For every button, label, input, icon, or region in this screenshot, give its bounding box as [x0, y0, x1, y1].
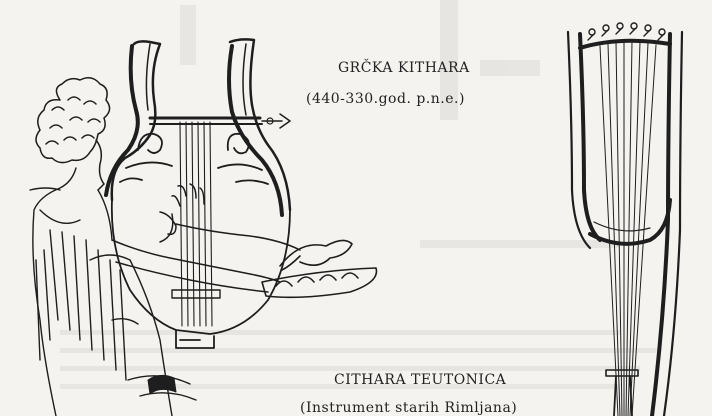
offering-plate — [261, 239, 378, 299]
cithara-tail-stem — [613, 375, 633, 416]
kithara-scrolls — [119, 132, 269, 185]
greek-kithara-player-illustration — [29, 38, 378, 416]
arm-band — [147, 374, 177, 395]
kithara-title: GRČKA KITHARA — [338, 60, 470, 76]
cithara-frame-right-inner — [650, 32, 672, 416]
cithara-tuning-pegs — [587, 22, 666, 41]
kithara-soundbox — [110, 199, 291, 349]
cithara-top-bar — [578, 38, 672, 50]
cithara-soundboard — [588, 198, 672, 246]
cithara-soundboard-inner — [593, 221, 651, 232]
bleed-through-marks — [60, 0, 660, 389]
kithara-dates: (440-330.god. p.n.e.) — [306, 91, 465, 107]
player-head — [35, 77, 111, 191]
cithara-tailpiece — [605, 369, 639, 377]
cithara-subtitle: (Instrument starih Rimljana) — [300, 400, 518, 416]
cithara-title: CITHARA TEUTONICA — [334, 372, 507, 388]
player-arm — [111, 183, 301, 293]
cithara-teutonica-illustration — [566, 22, 684, 416]
cithara-strings — [599, 40, 657, 416]
cithara-frame-left — [566, 30, 592, 250]
kithara-bridge — [171, 289, 221, 299]
cithara-frame-left-inner — [578, 32, 602, 242]
cithara-frame-right — [662, 30, 684, 416]
kithara-left-arm — [104, 40, 162, 202]
kithara-yoke — [148, 113, 291, 129]
kithara-strings — [179, 121, 213, 327]
